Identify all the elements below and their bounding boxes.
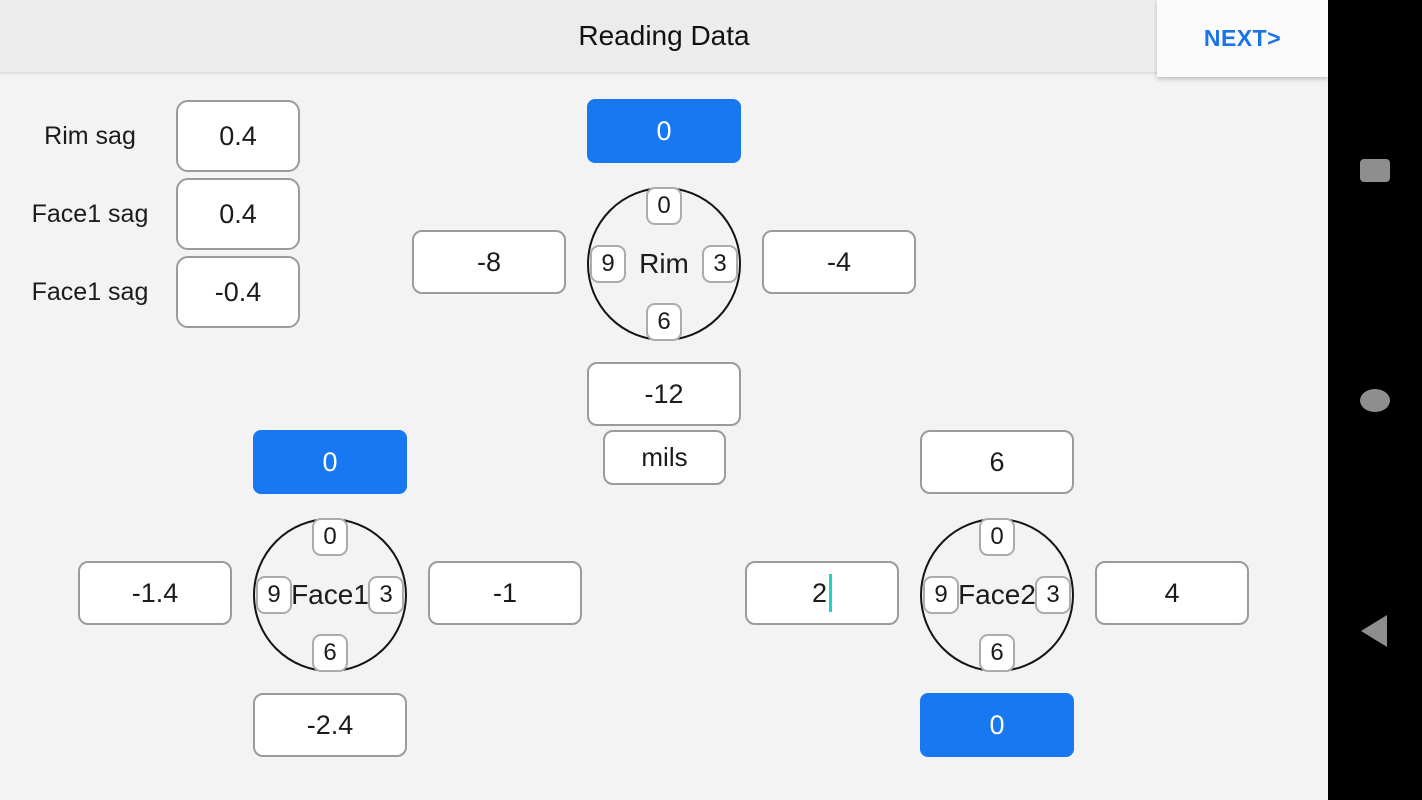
rim-bottom-input[interactable]: -12 [587,362,741,426]
next-button[interactable]: NEXT> [1157,0,1328,77]
face2-top-input[interactable]: 6 [920,430,1074,494]
rim-clock-9-badge: 9 [590,245,626,283]
face1-right-input[interactable]: -1 [428,561,582,625]
face1-clock-9-badge: 9 [256,576,292,614]
android-nav-bar [1328,0,1422,800]
rim-sag-label: Rim sag [44,121,136,150]
face1-clock-6-badge: 6 [312,634,348,672]
app-bar [0,0,1328,72]
face2-sag-label: Face1 sag [31,277,149,306]
text-cursor [829,574,833,612]
face2-clock-6-badge: 6 [979,634,1015,672]
face1-clock-3-badge: 3 [368,576,404,614]
next-button-label: NEXT> [1203,25,1282,51]
page-title: Reading Data [578,20,750,51]
face1-sag-label: Face1 sag [31,199,149,228]
face2-right-input[interactable]: 4 [1095,561,1249,625]
rim-dial: 0 Rim 0 9 3 6 -8 -4 -12 [412,99,916,426]
rim-dial-name: Rim [639,248,689,279]
recents-icon[interactable] [1360,159,1390,182]
face1-top-button[interactable]: 0 [253,430,407,494]
rim-top-button[interactable]: 0 [587,99,741,163]
face1-dial: 0 Face1 0 9 3 6 -1.4 -1 -2.4 [78,430,582,757]
rim-clock-0-badge: 0 [646,187,682,225]
face1-bottom-input[interactable]: -2.4 [253,693,407,757]
rim-right-input[interactable]: -4 [762,230,916,294]
face2-clock-0-badge: 0 [979,518,1015,556]
face2-sag-input[interactable]: -0.4 [176,256,300,328]
face1-sag-input[interactable]: 0.4 [176,178,300,250]
face2-clock-3-badge: 3 [1035,576,1071,614]
rim-clock-6-badge: 6 [646,303,682,341]
face2-clock-9-badge: 9 [923,576,959,614]
units-button[interactable]: mils [603,430,726,485]
face2-bottom-button[interactable]: 0 [920,693,1074,757]
face2-dial: 6 Face2 0 9 3 6 2 4 0 [745,430,1249,757]
back-icon[interactable] [1361,615,1387,647]
rim-left-input[interactable]: -8 [412,230,566,294]
home-icon[interactable] [1360,389,1390,412]
face1-left-input[interactable]: -1.4 [78,561,232,625]
face2-left-input[interactable]: 2 [745,561,899,625]
rim-sag-input[interactable]: 0.4 [176,100,300,172]
face1-clock-0-badge: 0 [312,518,348,556]
face2-left-input-value: 2 [811,577,828,608]
face1-dial-name: Face1 [291,579,369,610]
rim-clock-3-badge: 3 [702,245,738,283]
face2-dial-name: Face2 [958,579,1036,610]
